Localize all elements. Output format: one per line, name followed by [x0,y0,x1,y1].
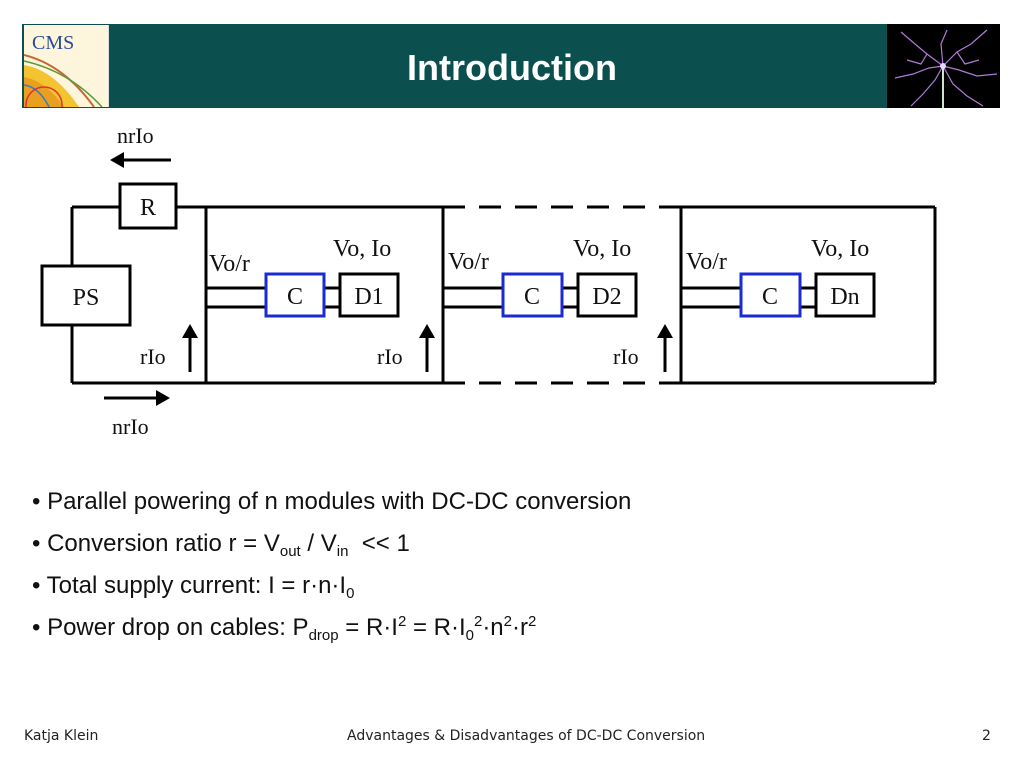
output-label-3: Vo, Io [811,236,869,262]
load-label-1: D1 [354,284,383,310]
footer-page-number: 2 [982,728,991,744]
bullet-item: • Total supply current: I = r·n·I0 [32,572,355,602]
output-label-1: Vo, Io [333,236,391,262]
total-current-label-bottom: nrIo [112,414,149,439]
converter-label-3: C [762,284,778,310]
power-supply-box [40,264,132,327]
converter-label-1: C [287,284,303,310]
superscript: 2 [503,613,512,630]
input-voltage-label-3: Vo/r [686,249,727,275]
cms-logo-text: CMS [32,32,74,54]
bullet-text-part: = R·I [338,614,398,641]
subscript: in [336,543,349,560]
footer-author: Katja Klein [24,728,99,744]
tesla-coil-image [887,24,1000,108]
input-voltage-label-1: Vo/r [209,251,250,277]
load-box-2 [576,272,638,318]
load-box-3 [814,272,876,318]
return-current-label-2: rIo [377,344,403,369]
page-title: Introduction [407,47,617,88]
bullet-text-part: = R·I [406,614,466,641]
bullet-text-total-current: Total supply current: I = r·n·I [46,572,347,599]
superscript: 2 [473,613,483,630]
bullet-item: • Conversion ratio r = Vout / Vin << 1 [32,530,410,560]
bullet-text-part: / V [300,530,337,557]
converter-box-2 [501,272,564,318]
return-current-label-3: rIo [613,344,639,369]
bullet-text-part: ·n [482,614,504,641]
converter-label-2: C [524,284,540,310]
converter-box-3 [739,272,802,318]
subscript: out [279,543,301,560]
title-banner [22,24,1000,108]
resistor-label: R [140,195,156,221]
load-label-3: Dn [830,284,859,310]
bullet-item: • Power drop on cables: Pdrop = R·I2 = R… [32,613,537,644]
bullet-item: • Parallel powering of n modules with DC… [32,488,632,515]
converter-box-1 [264,272,326,318]
cms-logo: CMS [23,25,109,124]
subscript: 0 [465,627,474,644]
return-current-label-1: rIo [140,344,166,369]
bullet-text-parallel-powering: Parallel powering of n modules with DC-D… [47,488,632,515]
subscript: 0 [346,585,355,602]
footer-subject: Advantages & Disadvantages of DC-DC Conv… [347,728,706,744]
parallel-powering-diagram: PS R nrIo nrIo C D1 Vo/r Vo, Io rIo C D2… [40,123,937,439]
ps-label: PS [73,285,100,311]
total-current-label-top: nrIo [117,123,154,148]
bullet-text-part: ·r [512,614,528,641]
bullet-list: • Parallel powering of n modules with DC… [32,484,631,652]
load-label-2: D2 [592,284,621,310]
cable-resistance-box [118,182,178,230]
input-voltage-label-2: Vo/r [448,249,489,275]
superscript: 2 [397,613,407,630]
bullet-text-conversion-ratio: Conversion ratio r = V [47,530,280,557]
bullet-text-part: << 1 [348,530,410,557]
bullet-text-power-drop: Power drop on cables: P [47,614,309,641]
output-label-2: Vo, Io [573,236,631,262]
load-box-1 [338,272,400,318]
superscript: 2 [527,613,537,630]
subscript: drop [308,627,339,644]
